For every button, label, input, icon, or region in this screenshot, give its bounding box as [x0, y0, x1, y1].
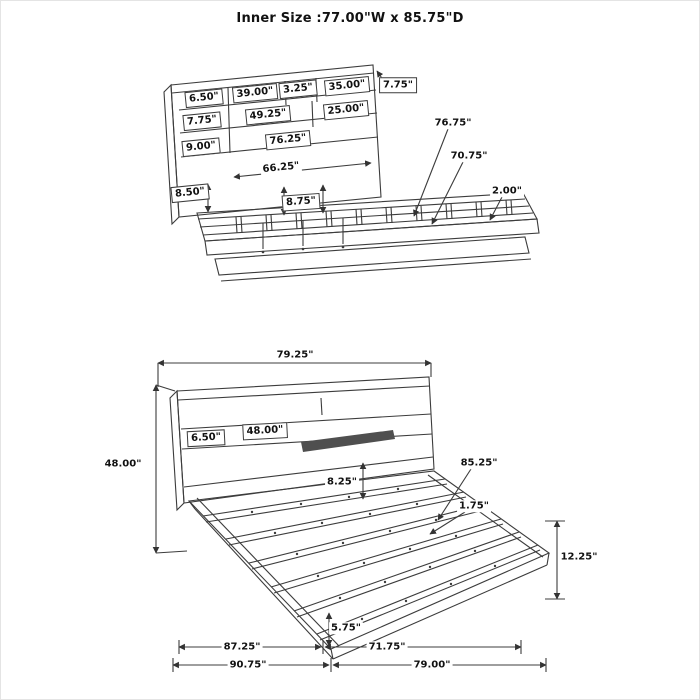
- dim-top-rail-200: 2.00": [490, 185, 524, 197]
- bed-bottom-view: [152, 359, 565, 672]
- dim-bottom-height-4800: 48.00": [102, 458, 144, 470]
- dim-bottom-rail-825: 8.25": [325, 476, 359, 488]
- dim-top-deck-875: 8.75": [281, 192, 321, 212]
- dim-bottom-depth-7175: 71.75": [366, 641, 408, 653]
- dim-bottom-width-7925: 79.25": [274, 349, 316, 361]
- inner-size-title: Inner Size :77.00"W x 85.75"D: [236, 11, 464, 26]
- dim-bottom-depth-8525: 85.25": [458, 457, 500, 469]
- dim-top-hb-depth-775: 7.75": [379, 77, 417, 93]
- dim-bottom-base-1225: 12.25": [558, 551, 600, 563]
- dim-bottom-depth-7900: 79.00": [411, 659, 453, 671]
- dim-top-depth-7075: 70.75": [448, 150, 490, 162]
- dim-bottom-width-8725: 87.25": [221, 641, 263, 653]
- dim-bottom-shelf-4800: 48.00": [242, 422, 288, 440]
- dim-bottom-width-9075: 90.75": [227, 659, 269, 671]
- dim-bottom-slat-175: 1.75": [457, 500, 491, 512]
- dim-bottom-shelf-650: 6.50": [186, 429, 226, 447]
- dim-bottom-lip-575: 5.75": [329, 622, 363, 634]
- bed-top-view: [163, 64, 540, 282]
- dim-top-depth-7675: 76.75": [432, 117, 474, 129]
